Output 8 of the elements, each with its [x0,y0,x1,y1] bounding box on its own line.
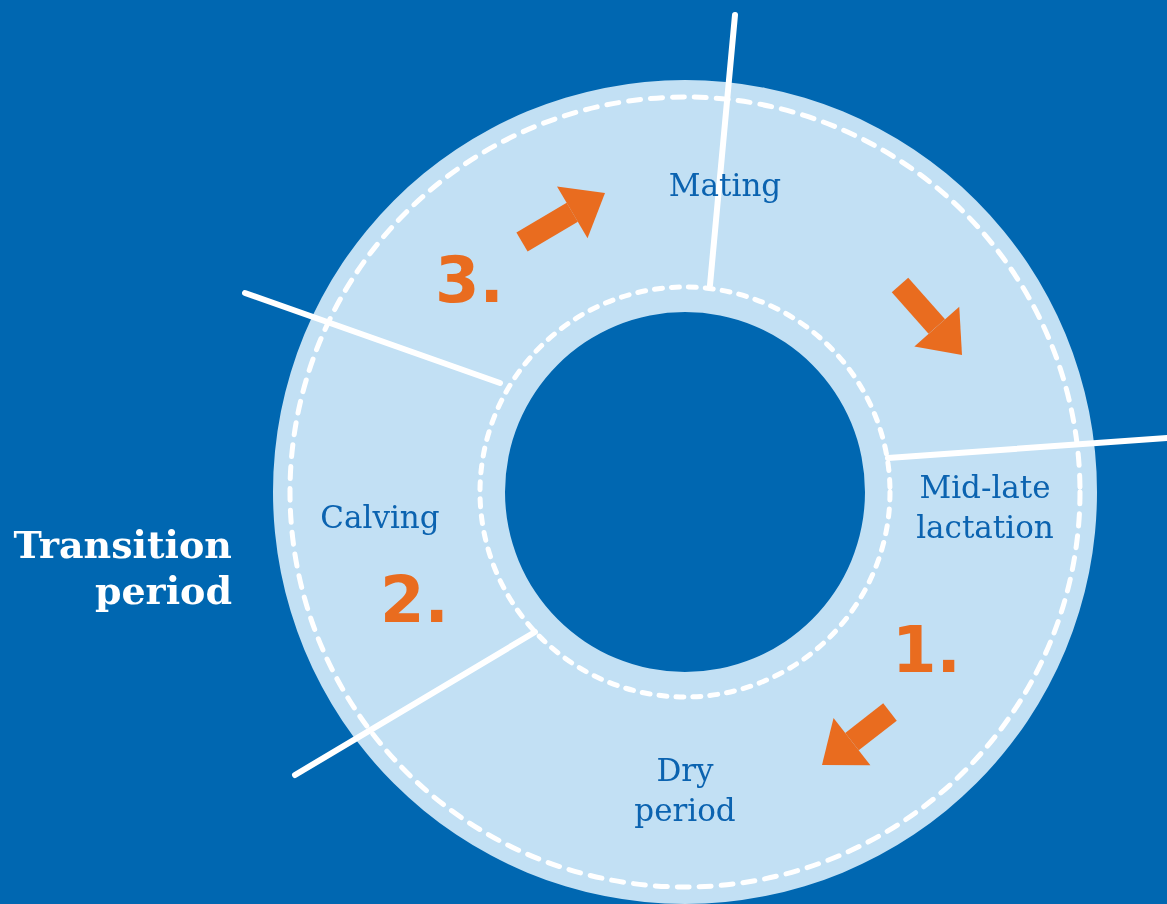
step-number: 2. [380,565,449,635]
step-number: 3. [435,245,504,315]
stage-label: Calving [320,499,440,535]
stage-label: Mating [668,167,782,203]
period-label: Transition period [12,522,232,614]
stage-label: Dry period [634,752,736,828]
stage-label: Mid-late lactation [916,469,1054,545]
step-number: 1. [892,615,961,685]
